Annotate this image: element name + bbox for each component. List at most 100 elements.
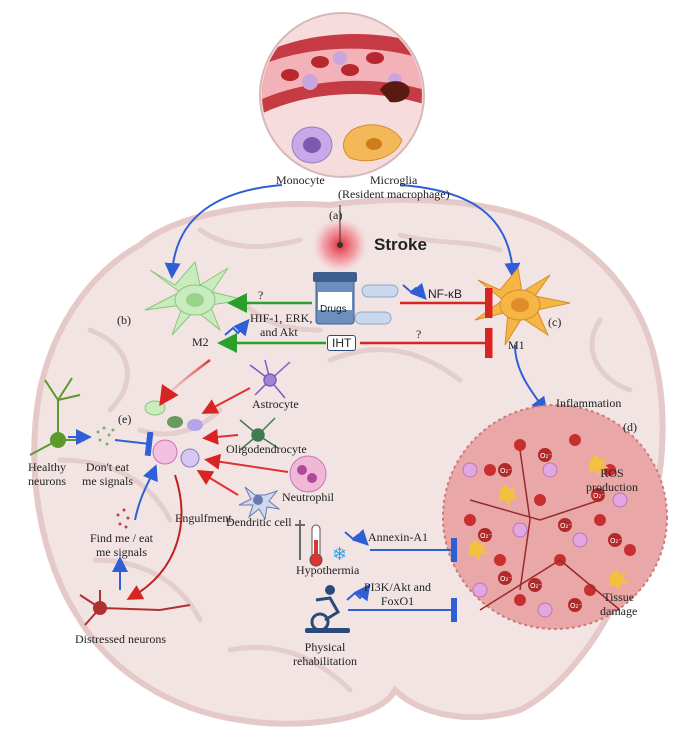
physical-line1: Physical — [304, 640, 346, 654]
blood-vessel-inset — [259, 12, 425, 178]
superoxide-marker — [498, 463, 512, 477]
distressed-neuron-icon — [79, 590, 191, 626]
pi3k-line1: PI3K/Akt and — [364, 580, 431, 594]
tissue-line1: Tissue — [603, 590, 635, 604]
label-annexin: Annexin-A1 — [368, 530, 428, 544]
superoxide-label: O₂⁻ — [500, 467, 512, 475]
label-neutrophil: Neutrophil — [282, 490, 334, 504]
arrow-dendritic-to-cluster — [196, 469, 239, 496]
superoxide-marker — [558, 518, 572, 532]
superoxide-label: O₂⁻ — [560, 522, 572, 530]
ros-line2: production — [586, 480, 638, 494]
physical-rehabilitation-icon — [305, 585, 350, 633]
healthy-neurons-line2: neurons — [28, 474, 66, 488]
pi3k-line2: FoxO1 — [380, 594, 415, 608]
label-healthy-neurons: Healthy neurons — [28, 460, 66, 488]
healthy-neuron-icon — [29, 377, 85, 456]
glia-cluster — [144, 400, 203, 468]
tissue-damage-zone — [442, 404, 668, 630]
upregulate-hif-icon — [224, 318, 250, 337]
label-dendritic-cell: Dendritic cell — [226, 515, 292, 529]
label-iht: IHT — [327, 335, 357, 351]
label-astrocyte: Astrocyte — [252, 397, 299, 411]
arrow-m2-to-cluster — [159, 359, 211, 407]
dont-eat-line1: Don't eat — [85, 460, 130, 474]
label-find-me: Find me / eat me signals — [90, 531, 153, 559]
svg-text:❄: ❄ — [332, 544, 347, 565]
label-panel-e: (e) — [118, 412, 132, 426]
oligodendrocyte-icon — [239, 417, 279, 451]
label-question-mid: ? — [416, 327, 422, 341]
label-m1: M1 — [508, 338, 525, 352]
superoxide-label: O₂⁻ — [480, 532, 492, 540]
arrow-neutrophil-to-cluster — [204, 453, 289, 473]
superoxide-label: O₂⁻ — [610, 537, 622, 545]
physical-line2: rehabilitation — [293, 654, 357, 668]
label-question-top: ? — [258, 288, 264, 302]
dont-eat-line2: me signals — [82, 474, 133, 488]
find-me-line1: Find me / eat — [90, 531, 153, 545]
arrow-microglia-to-m1 — [399, 184, 521, 279]
superoxide-marker — [498, 571, 512, 585]
superoxide-marker — [478, 528, 492, 542]
dendritic-cell-icon — [238, 486, 281, 521]
arrow-monocyte-to-m2 — [164, 184, 283, 279]
label-pi3k: PI3K/Akt and FoxO1 — [364, 580, 431, 608]
ros-line1: ROS — [600, 466, 624, 480]
label-hypothermia: Hypothermia — [296, 563, 360, 577]
arrow-engulfment — [126, 474, 183, 600]
label-monocyte: Monocyte — [276, 173, 325, 187]
superoxide-marker — [591, 488, 605, 502]
label-inflammation: Inflammation — [556, 396, 622, 410]
hypothermia-icon: ❄ — [295, 520, 347, 567]
find-me-line2: me signals — [96, 545, 147, 559]
label-resident-macrophage: (Resident macrophage) — [338, 187, 450, 201]
upregulate-pi3k-icon — [346, 583, 371, 602]
label-oligodendrocyte: Oligodendrocyte — [226, 442, 307, 456]
arrow-astrocyte-to-cluster — [201, 387, 251, 414]
superoxide-label: O₂⁻ — [500, 575, 512, 583]
label-panel-d: (d) — [623, 420, 637, 434]
superoxide-marker — [538, 448, 552, 462]
label-hif-line2: and Akt — [260, 325, 298, 339]
astrocyte-icon — [249, 359, 291, 399]
label-tissue-damage: Tissue damage — [600, 590, 637, 618]
label-ros: ROS production — [586, 466, 638, 494]
find-me-dots — [116, 508, 130, 529]
label-panel-c: (c) — [548, 315, 562, 329]
label-distressed-neurons: Distressed neurons — [75, 632, 166, 646]
label-dont-eat-me: Don't eat me signals — [82, 460, 133, 488]
label-m2: M2 — [192, 335, 209, 349]
m1-microglia-cell — [474, 266, 571, 346]
label-stroke: Stroke — [374, 235, 427, 254]
superoxide-marker — [608, 533, 622, 547]
label-nfkb: NF-κB — [428, 287, 462, 301]
superoxide-label: O₂⁻ — [570, 602, 582, 610]
superoxide-marker — [528, 578, 542, 592]
downregulate-nfkb-icon — [402, 282, 427, 300]
tissue-line2: damage — [600, 604, 638, 618]
label-hif-line1: HIF-1, ERK, — [250, 311, 313, 325]
label-drugs: Drugs — [320, 304, 347, 315]
superoxide-label: O₂⁻ — [540, 452, 552, 460]
drugs-icon — [313, 272, 399, 325]
dont-eat-me-dots — [96, 426, 115, 446]
healthy-neurons-line1: Healthy — [28, 460, 66, 474]
superoxide-label: O₂⁻ — [593, 492, 605, 500]
arrow-m1-to-inflammation — [514, 344, 548, 414]
label-panel-a: (a) — [329, 208, 343, 222]
superoxide-label: O₂⁻ — [530, 582, 542, 590]
superoxide-marker — [568, 598, 582, 612]
arrow-oligo-to-cluster — [202, 428, 239, 445]
label-physical-rehab: Physical rehabilitation — [293, 640, 357, 668]
downregulate-annexin-icon — [344, 528, 369, 546]
label-engulfment: Engulfment — [175, 511, 232, 525]
neutrophil-icon — [289, 455, 327, 493]
label-panel-b: (b) — [117, 313, 131, 327]
m2-microglia-cell — [144, 260, 246, 336]
inhibit-dont-eat-me — [114, 431, 154, 457]
arrow-find-me-to-cluster — [134, 464, 158, 521]
label-microglia: Microglia — [370, 173, 418, 187]
